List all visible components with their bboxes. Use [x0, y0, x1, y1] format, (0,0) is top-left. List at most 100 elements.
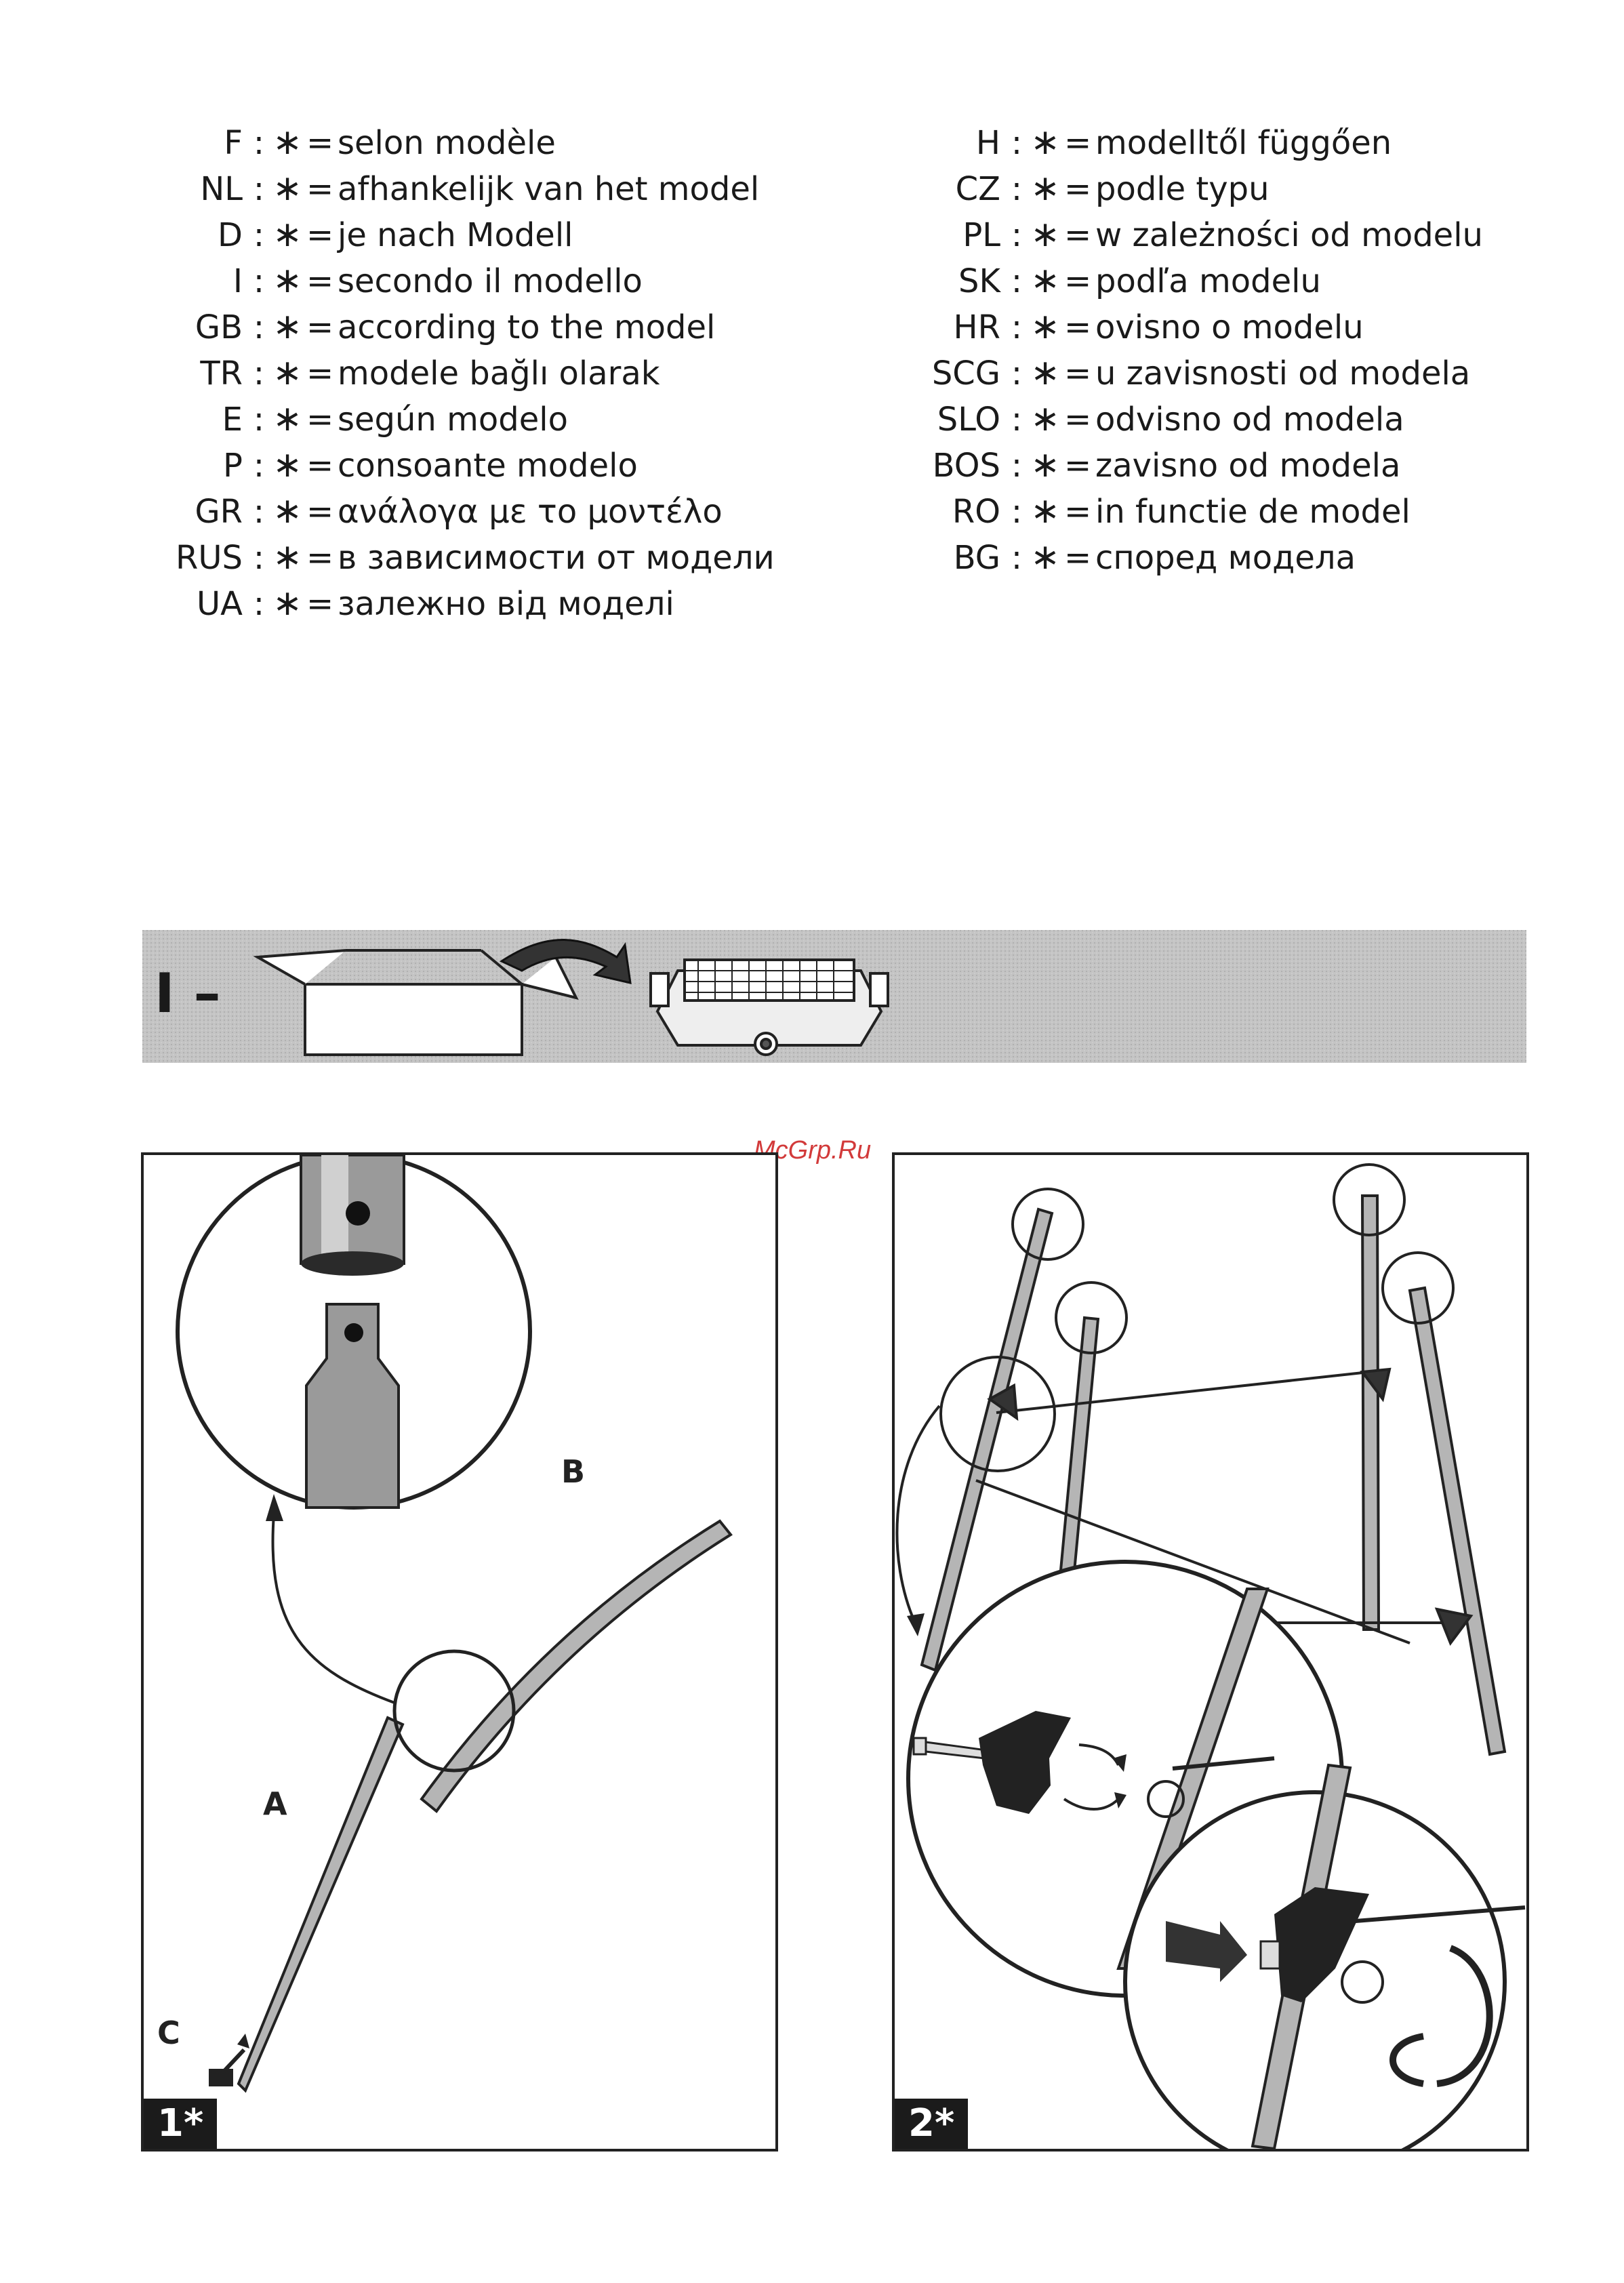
step-1-panel: A B C 1* — [141, 1152, 778, 2151]
translation-text: според модела — [1095, 539, 1356, 577]
equals-sign: = — [1064, 401, 1092, 439]
equals-sign: = — [306, 401, 334, 439]
separator: : — [253, 262, 265, 300]
translation-text: afhankelijk van het model — [338, 170, 760, 208]
separator: : — [253, 124, 265, 162]
equals-sign: = — [306, 170, 334, 208]
equals-sign: = — [1064, 170, 1092, 208]
translation-text: в зависимости от модели — [338, 539, 775, 577]
language-code: BOS — [932, 447, 1000, 485]
translation-text: podľa modelu — [1095, 262, 1321, 300]
asterisk-icon: ∗ — [272, 352, 302, 393]
banner-label: I – — [155, 962, 221, 1025]
step-1-illustration — [176, 1155, 733, 2093]
translation-text: modele bağlı olarak — [338, 355, 660, 392]
legend-row-right-8: RO:∗=in functie de model — [854, 488, 1600, 534]
language-code: SCG — [931, 355, 1000, 392]
separator: : — [253, 585, 265, 623]
language-code: BG — [953, 539, 1000, 577]
language-code: D — [218, 216, 243, 254]
equals-sign: = — [1064, 539, 1092, 577]
language-code: GR — [195, 493, 243, 531]
zoom-circle — [176, 1155, 532, 1510]
translation-text: secondo il modello — [338, 262, 643, 300]
equals-sign: = — [1064, 308, 1092, 346]
language-code: RUS — [176, 539, 243, 577]
rod-a — [237, 1716, 405, 2093]
legend-row-left-9: RUS:∗=в зависимости от модели — [0, 534, 786, 580]
legend-row-left-4: GB:∗=according to the model — [0, 304, 786, 350]
equals-sign: = — [306, 124, 334, 162]
equals-sign: = — [306, 355, 334, 392]
curved-arrow-icon — [895, 1405, 941, 1623]
legend-row-right-9: BG:∗=според модела — [854, 534, 1600, 580]
language-code: I — [232, 262, 243, 300]
asterisk-icon: ∗ — [1030, 537, 1060, 578]
asterisk-icon: ∗ — [1030, 260, 1060, 301]
curved-arrow-icon — [271, 1514, 395, 1704]
language-code: UA — [197, 585, 243, 623]
separator: : — [1011, 262, 1023, 300]
legend-row-right-6: SLO:∗=odvisno od modela — [854, 396, 1600, 442]
asterisk-icon: ∗ — [272, 537, 302, 578]
language-code: RO — [952, 493, 1000, 531]
asterisk-icon: ∗ — [1030, 168, 1060, 209]
translation-text: según modelo — [338, 401, 568, 439]
asterisk-icon: ∗ — [1030, 352, 1060, 393]
language-code: SK — [958, 262, 1000, 300]
joint-circle — [392, 1649, 516, 1773]
translation-text: ανάλογα με το μοντέλο — [338, 493, 723, 531]
step-2-label: 2* — [895, 2099, 969, 2149]
legend-row-left-1: NL:∗=afhankelijk van het model — [0, 165, 786, 211]
equals-sign: = — [306, 585, 334, 623]
legend-row-left-2: D:∗=je nach Modell — [0, 211, 786, 258]
separator: : — [253, 216, 265, 254]
language-code: NL — [200, 170, 243, 208]
language-code: PL — [962, 216, 1000, 254]
top-cap-circle-1 — [1011, 1188, 1084, 1261]
equals-sign: = — [306, 493, 334, 531]
separator: : — [1011, 539, 1023, 577]
asterisk-icon: ∗ — [1030, 445, 1060, 485]
box-icon — [253, 949, 579, 1056]
equals-sign: = — [1064, 493, 1092, 531]
asterisk-icon: ∗ — [1030, 214, 1060, 255]
step-1-label: 1* — [144, 2099, 218, 2149]
language-code: HR — [953, 308, 1000, 346]
equals-sign: = — [1064, 216, 1092, 254]
translation-text: podle typu — [1095, 170, 1270, 208]
equals-sign: = — [306, 308, 334, 346]
legend-row-left-6: E:∗=según modelo — [0, 396, 786, 442]
legend-row-right-3: SK:∗=podľa modelu — [854, 258, 1600, 304]
equals-sign: = — [306, 262, 334, 300]
translation-text: je nach Modell — [338, 216, 573, 254]
asterisk-icon: ∗ — [1030, 306, 1060, 347]
top-cap-circle-2 — [1055, 1281, 1128, 1354]
legend-row-left-7: P:∗=consoante modelo — [0, 442, 786, 488]
separator: : — [253, 170, 265, 208]
asterisk-icon: ∗ — [272, 214, 302, 255]
language-code: E — [222, 401, 243, 439]
asterisk-icon: ∗ — [272, 583, 302, 624]
translation-text: in functie de model — [1095, 493, 1410, 531]
separator: : — [253, 308, 265, 346]
top-cap-circle-4 — [1381, 1251, 1455, 1325]
separator: : — [253, 539, 265, 577]
legend-row-left-5: TR:∗=modele bağlı olarak — [0, 350, 786, 396]
separator: : — [1011, 216, 1023, 254]
separator: : — [1011, 355, 1023, 392]
language-code: P — [223, 447, 243, 485]
equals-sign: = — [1064, 262, 1092, 300]
legend-row-right-1: CZ:∗=podle typu — [854, 165, 1600, 211]
translation-text: w zależności od modelu — [1095, 216, 1483, 254]
language-code: CZ — [955, 170, 1000, 208]
part-letter-b: B — [561, 1453, 586, 1490]
step-2-panel: 2* — [892, 1152, 1529, 2151]
legend-row-right-5: SCG:∗=u zavisnosti od modela — [854, 350, 1600, 396]
connector-c — [209, 2034, 249, 2086]
detail-zoom-2 — [1123, 1763, 1526, 2149]
legend-row-right-4: HR:∗=ovisno o modelu — [854, 304, 1600, 350]
legend-row-left-3: I:∗=secondo il modello — [0, 258, 786, 304]
separator: : — [1011, 401, 1023, 439]
